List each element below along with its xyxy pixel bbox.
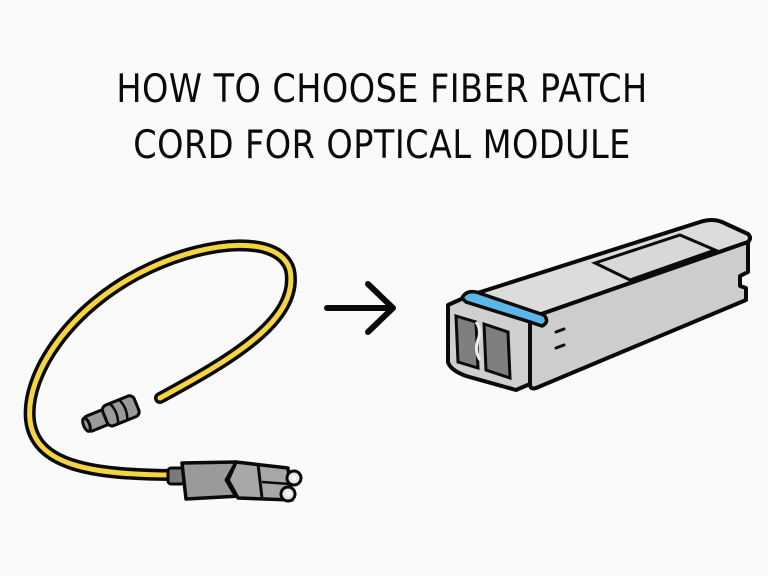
boot-connector bbox=[81, 394, 141, 433]
title-line-2: CORD FOR OPTICAL MODULE bbox=[133, 123, 631, 168]
page-title: HOW TO CHOOSE FIBER PATCH CORD FOR OPTIC… bbox=[52, 62, 712, 174]
title-line-1: HOW TO CHOOSE FIBER PATCH bbox=[116, 67, 648, 112]
lc-connector bbox=[166, 460, 303, 503]
cable-yellow bbox=[27, 242, 294, 478]
fiber-patch-cord-illustration bbox=[23, 239, 303, 503]
port-right bbox=[482, 321, 512, 381]
arrow-right-icon bbox=[324, 281, 396, 335]
cable-outline bbox=[23, 239, 297, 481]
port-left bbox=[454, 313, 480, 371]
module-label bbox=[591, 233, 720, 282]
optical-module-illustration bbox=[446, 218, 752, 392]
module-latch-blue bbox=[460, 289, 549, 328]
